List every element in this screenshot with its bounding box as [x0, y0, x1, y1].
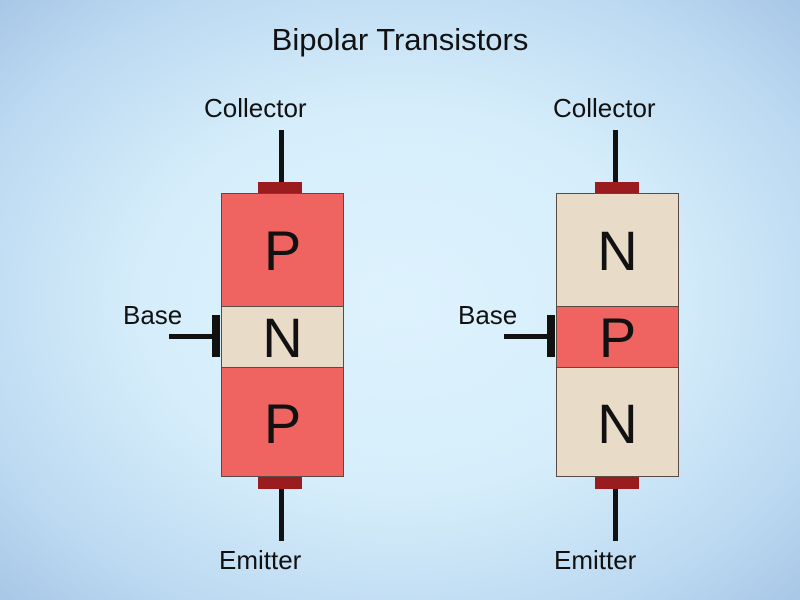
diagram-title: Bipolar Transistors — [271, 22, 529, 57]
base-contact — [212, 315, 220, 357]
layer-middle: N — [222, 305, 343, 369]
layer-letter: P — [263, 218, 302, 282]
base-lead — [169, 334, 219, 339]
layer-top: N — [557, 194, 678, 306]
base-label: Base — [123, 300, 183, 330]
layer-letter: N — [262, 305, 303, 369]
layer-middle: P — [557, 305, 678, 369]
emitter-contact — [258, 477, 302, 489]
base-label: Base — [458, 300, 518, 330]
layer-letter: P — [598, 305, 637, 369]
collector-label: Collector — [553, 93, 656, 123]
emitter-lead — [279, 489, 284, 541]
transistor-body: N P N — [556, 193, 679, 477]
base-contact — [547, 315, 555, 357]
collector-contact — [258, 182, 302, 194]
emitter-label: Emitter — [554, 545, 637, 575]
layer-letter: N — [597, 391, 638, 455]
layer-top: P — [222, 194, 343, 306]
emitter-lead — [613, 489, 618, 541]
layer-bottom: N — [557, 368, 678, 476]
emitter-label: Emitter — [219, 545, 302, 575]
layer-letter: P — [263, 391, 302, 455]
layer-letter: N — [597, 218, 638, 282]
collector-contact — [595, 182, 639, 194]
collector-lead — [613, 130, 618, 182]
base-lead — [504, 334, 554, 339]
collector-label: Collector — [204, 93, 307, 123]
collector-lead — [279, 130, 284, 182]
layer-bottom: P — [222, 368, 343, 476]
transistor-body: P N P — [221, 193, 344, 477]
emitter-contact — [595, 477, 639, 489]
